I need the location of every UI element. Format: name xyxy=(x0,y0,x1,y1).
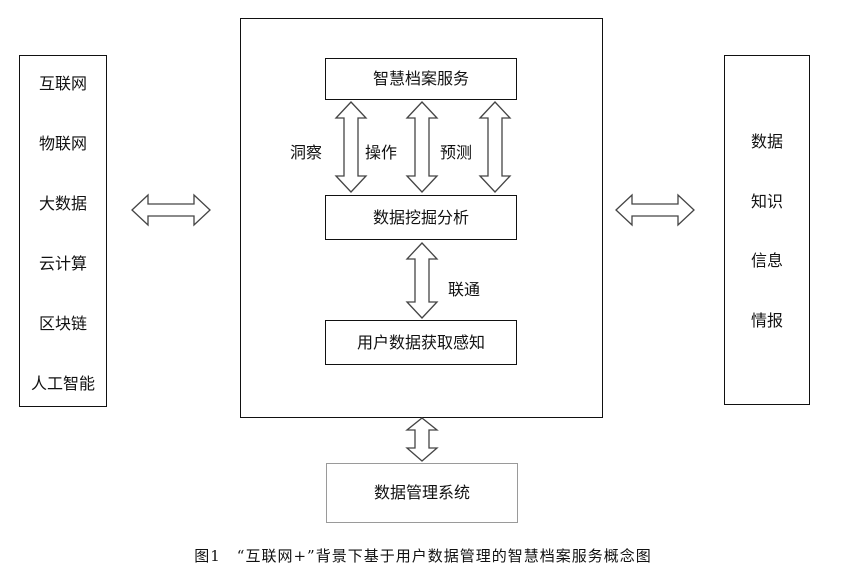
user-data-perception-box: 用户数据获取感知 xyxy=(325,320,517,365)
smart-archive-service-label: 智慧档案服务 xyxy=(372,69,469,88)
left-item: 云计算 xyxy=(38,254,87,273)
relation-prediction-label: 预测 xyxy=(440,143,473,162)
system-double-arrow xyxy=(405,417,439,462)
right-item: 数据 xyxy=(750,132,783,151)
data-mining-label: 数据挖掘分析 xyxy=(372,207,469,227)
left-panel xyxy=(19,55,107,407)
right-item: 情报 xyxy=(750,311,783,330)
relation-connect-label: 联通 xyxy=(448,280,481,299)
left-item: 大数据 xyxy=(38,194,87,213)
right-panel xyxy=(724,55,810,405)
data-management-system-box: 数据管理系统 xyxy=(326,463,518,523)
smart-archive-service-box: 智慧档案服务 xyxy=(325,58,517,100)
data-mining-box: 数据挖掘分析 xyxy=(325,195,517,240)
prediction-double-arrow xyxy=(478,101,512,193)
right-item: 知识 xyxy=(750,192,783,211)
user-data-perception-label: 用户数据获取感知 xyxy=(356,332,485,352)
left-item: 互联网 xyxy=(38,74,87,93)
connect-double-arrow xyxy=(405,242,439,319)
figure-caption: 图1 “互联网+”背景下基于用户数据管理的智慧档案服务概念图 xyxy=(194,547,652,565)
relation-operation-label: 操作 xyxy=(365,143,398,162)
left-item: 区块链 xyxy=(38,314,87,333)
right-double-arrow xyxy=(615,193,695,227)
relation-insight-label: 洞察 xyxy=(290,143,323,162)
insight-double-arrow xyxy=(334,101,368,193)
left-item: 人工智能 xyxy=(30,374,95,393)
right-item: 信息 xyxy=(750,251,783,270)
left-double-arrow xyxy=(131,193,211,227)
left-item: 物联网 xyxy=(38,134,87,153)
data-management-system-label: 数据管理系统 xyxy=(373,483,470,502)
operation-double-arrow xyxy=(405,101,439,193)
